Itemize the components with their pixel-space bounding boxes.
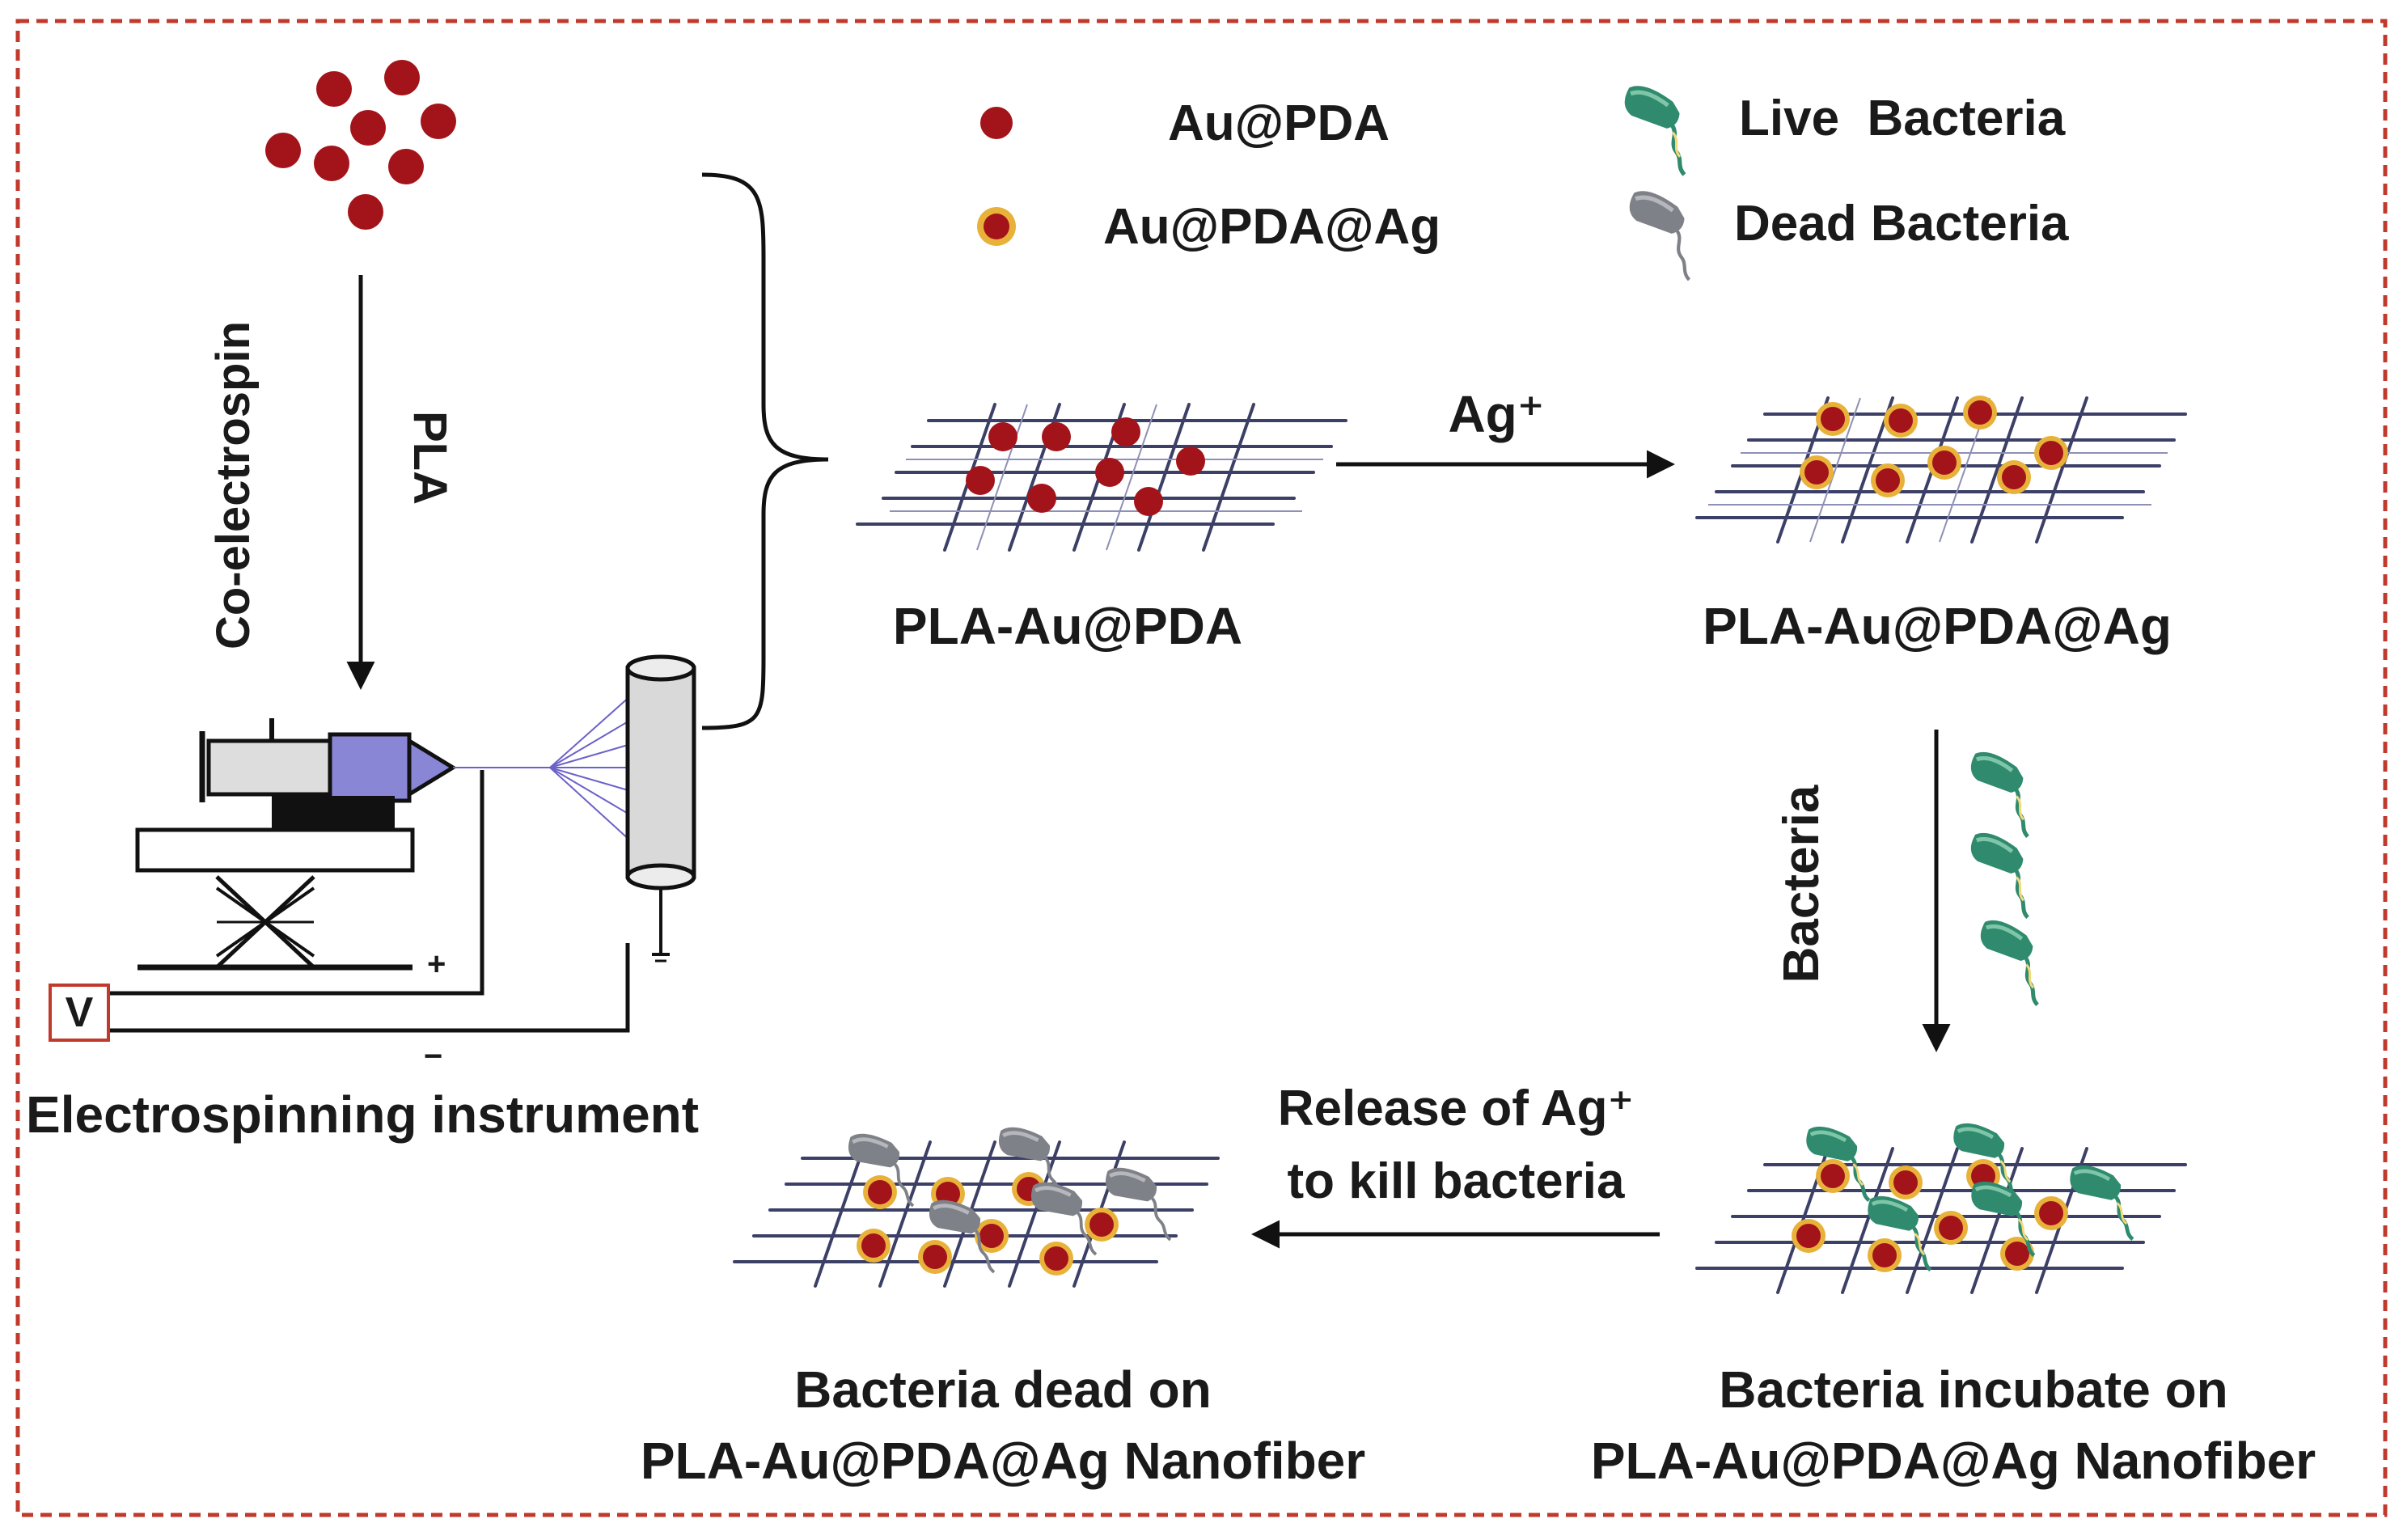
plus-sign: +	[427, 946, 446, 982]
legend-au-pda-ag-icon	[977, 207, 1016, 246]
pla-au-pda-caption: PLA-Au@PDA	[892, 597, 1243, 655]
legend-live-bacteria-icon	[1607, 82, 1708, 175]
legend-au-pda-ag-label: Au@PDA@Ag	[1103, 199, 1441, 255]
incubate-caption-line1: Bacteria incubate on	[1719, 1360, 2228, 1419]
mesh-pla-au-pda-ag	[1695, 396, 2187, 544]
mesh-bacteria-dead	[733, 1125, 1220, 1288]
pla-au-pda-ag-caption: PLA-Au@PDA@Ag	[1703, 597, 2172, 655]
negative-wire	[108, 943, 630, 1033]
voltage-source-box	[49, 984, 110, 1042]
legend-dead-bacteria-icon	[1612, 187, 1713, 280]
legend-au-pda-label: Au@PDA	[1168, 95, 1390, 151]
incubate-caption-line2: PLA-Au@PDA@Ag Nanofiber	[1590, 1432, 2316, 1490]
minus-sign: −	[424, 1039, 443, 1074]
dead-caption-line2: PLA-Au@PDA@Ag Nanofiber	[640, 1432, 1366, 1490]
coelectrospin-arrow-label: Co-electrospin	[207, 320, 260, 650]
positive-wire	[108, 770, 484, 996]
dead-caption-line1: Bacteria dead on	[794, 1360, 1212, 1419]
spun-fibers	[453, 695, 632, 842]
legend-dead-bacteria-label: Dead Bacteria	[1734, 196, 2069, 252]
voltage-label: V	[65, 989, 94, 1036]
incoming-bacteria-icons	[1954, 748, 2060, 1005]
release-label-line1: Release of Ag⁺	[1277, 1081, 1635, 1136]
au-pda-particle-cluster	[265, 60, 456, 230]
legend-live-bacteria-label: Live Bacteria	[1739, 91, 2066, 146]
mesh-pla-au-pda	[856, 403, 1347, 552]
electrospinning-apparatus	[49, 654, 696, 1042]
bacteria-arrow-label: Bacteria	[1774, 785, 1830, 984]
legend-au-pda-icon	[980, 107, 1013, 139]
pla-arrow-label: PLA	[404, 411, 456, 505]
ag-arrow-label: Ag⁺	[1448, 385, 1545, 443]
curly-brace	[701, 172, 829, 730]
collector-drum	[625, 654, 696, 962]
diagram-border	[15, 19, 2388, 1517]
release-label-line2: to kill bacteria	[1287, 1153, 1625, 1209]
mesh-bacteria-incubate	[1695, 1120, 2187, 1294]
electrospinning-instrument-caption: Electrospinning instrument	[26, 1085, 700, 1144]
syringe-nozzle	[328, 732, 412, 803]
